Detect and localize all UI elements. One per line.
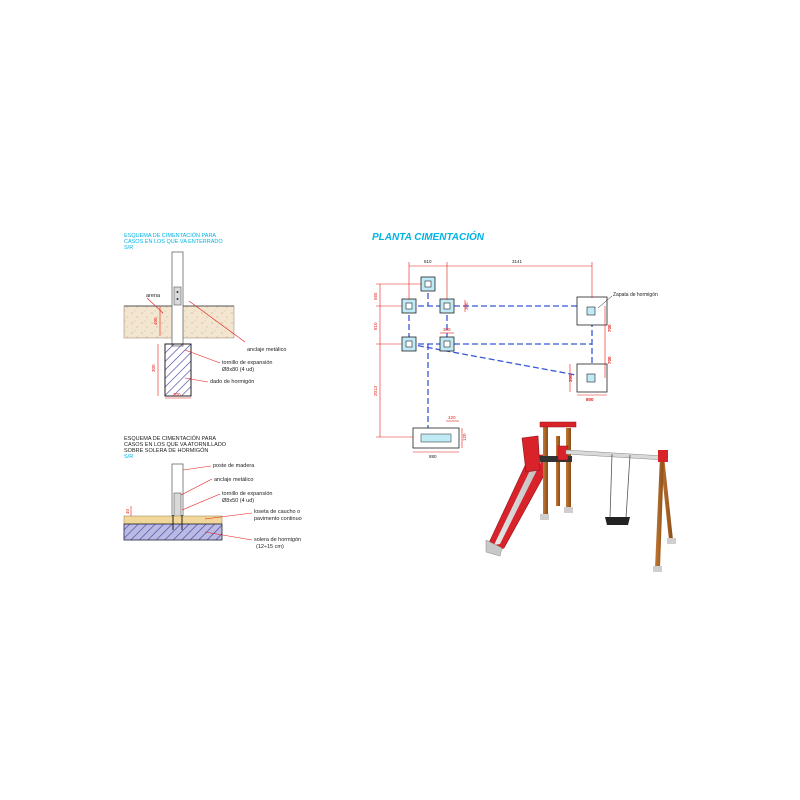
detail-buried: ESQUEMA DE CIMENTACIÓN PARA CASOS EN LOS… [123, 232, 286, 399]
detail-top-heading-2: CASOS EN LOS QUE VA ENTERRADO [124, 239, 223, 245]
label-tile-1: loseta de caucho o [254, 509, 300, 515]
detail-bottom-heading-2: CASOS EN LOS QUE VA ATORNILLADO [124, 442, 227, 448]
dim-right-a: 700 [607, 324, 612, 332]
dim-width: 200 [173, 392, 181, 397]
dim-left-mid: 810 [373, 322, 378, 330]
label-sand: arena [146, 293, 161, 299]
metal-anchor-bottom [173, 492, 182, 518]
label-wood-post: poste de madera [213, 463, 255, 469]
label-concrete: dado de hormigón [210, 379, 254, 385]
tower-post-2 [566, 428, 571, 510]
dim-box-side: 300 [568, 374, 573, 382]
dim-depth: 300 [151, 364, 156, 372]
tower-platform [540, 456, 572, 462]
dim-box-bottom-right: 800 [586, 397, 594, 402]
dim-right-b: 700 [607, 356, 612, 364]
dim-small-bottom: 40 [125, 508, 130, 514]
label-footing: Zapata de hormigón [613, 292, 658, 298]
swing-beam [565, 449, 665, 461]
label-anchor-bottom: anclaje metálico [214, 477, 253, 483]
dim-top-left: 810 [424, 259, 432, 264]
slide-side-panel [521, 435, 541, 473]
detail-top-heading-1: ESQUEMA DE CIMENTACIÓN PARA [124, 232, 216, 239]
swing-leg-back [655, 456, 664, 568]
label-bolt-bottom: tornillo de expansión [222, 491, 272, 497]
label-anchor-top: anclaje metálico [247, 347, 286, 353]
swing-seat [605, 517, 630, 525]
plan-title: PLANTA CIMENTACIÓN [372, 230, 485, 243]
metal-anchor [173, 286, 182, 306]
tower-roof-rail [539, 421, 577, 428]
detail-bottom-heading-1: ESQUEMA DE CIMENTACIÓN PARA [124, 435, 216, 442]
dim-box-bottom: 880 [429, 454, 437, 459]
foundation-plan: PLANTA CIMENTACIÓN [372, 230, 658, 459]
dim-left-bottom: 2013 [373, 385, 378, 396]
label-bolt-top: tornillo de expansión [222, 360, 272, 366]
plan-dimension-lines [376, 262, 607, 453]
dim-left-top: 565 [373, 292, 378, 300]
dim-box-small: 300 [443, 327, 451, 332]
label-bolt-spec-bottom: Ø8x50 (4 ud) [222, 498, 254, 504]
footing-markers [401, 276, 608, 449]
detail-bolted: ESQUEMA DE CIMENTACIÓN PARA CASOS EN LOS… [123, 435, 302, 550]
tower-post-3 [556, 436, 560, 506]
label-tile-2: pavimento continuo [254, 516, 302, 522]
concrete-block [164, 343, 192, 397]
dim-inner-left: 120 [462, 433, 467, 441]
detail-bottom-heading-4: S/R [124, 454, 133, 460]
detail-bottom-heading-3: SOBRE SOLERA DE HORMIGÓN [124, 447, 208, 454]
detail-top-heading-3: S/R [124, 245, 133, 251]
label-slab-2: (12÷15 cm) [256, 544, 284, 550]
slide-surface [494, 460, 542, 545]
tower-post-1 [543, 425, 548, 517]
dim-top-right: 3141 [512, 259, 523, 264]
dim-inner-small: 120 [448, 415, 456, 420]
playground-render [485, 421, 676, 572]
label-slab-1: solera de hormigón [254, 537, 301, 543]
center-lines [408, 284, 593, 437]
dim-side-small: 300 [464, 302, 469, 310]
label-bolt-spec-top: Ø8x80 (4 ud) [222, 367, 254, 373]
dim-depth-small: 400 [153, 317, 158, 325]
